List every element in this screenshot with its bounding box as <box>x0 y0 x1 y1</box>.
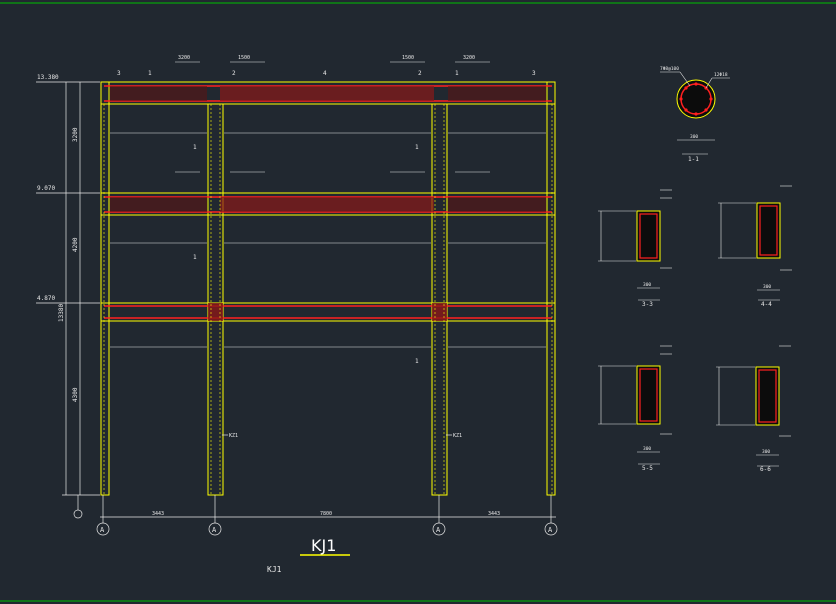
section-3-3 <box>598 189 672 301</box>
section-5-5 <box>598 345 672 465</box>
section-dim: 300 <box>690 134 698 140</box>
beams <box>100 81 556 322</box>
column-tag: KZ1 <box>229 433 238 439</box>
beam-rebar <box>104 85 552 321</box>
elevation-label: 4.870 <box>37 295 55 302</box>
beam-label: 2 <box>418 70 422 77</box>
section-title: 1-1 <box>688 156 699 163</box>
span-dims <box>110 61 546 348</box>
left-dims <box>36 81 100 519</box>
axis-dim: 7800 <box>320 511 332 517</box>
section-1-1 <box>660 71 730 155</box>
beam-label: 1 <box>455 70 459 77</box>
top-dim: 3200 <box>463 55 475 61</box>
section-mark: 1 <box>415 358 419 365</box>
rebar-label: 12Φ18 <box>714 72 728 78</box>
column-tag: KZ1 <box>453 433 462 439</box>
section-title: 6-6 <box>760 466 771 473</box>
story-dim: 4300 <box>72 387 79 402</box>
axis-label: A <box>548 526 553 534</box>
story-dim: 4200 <box>72 237 79 252</box>
elevation-label: 13.380 <box>37 74 59 81</box>
section-title: 5-5 <box>642 465 653 472</box>
top-dim: 1500 <box>402 55 414 61</box>
beam-label: 2 <box>232 70 236 77</box>
axis-label: A <box>100 526 105 534</box>
beam-label: 3 <box>117 70 121 77</box>
columns <box>100 81 556 496</box>
story-dim: 3200 <box>72 127 79 142</box>
column-rebar <box>103 104 553 495</box>
section-mark: 1 <box>193 254 197 261</box>
section-dim: 300 <box>643 446 651 452</box>
axis-label: A <box>436 526 441 534</box>
section-dim: 300 <box>643 282 651 288</box>
beam-label: 3 <box>532 70 536 77</box>
section-4-4 <box>718 185 792 301</box>
top-dim: 1500 <box>238 55 250 61</box>
section-mark: 1 <box>415 144 419 151</box>
drawing-subtitle: KJ1 <box>267 565 282 574</box>
story-dim-total: 13380 <box>58 304 65 322</box>
frame-elevation <box>36 61 558 536</box>
section-title: 3-3 <box>642 301 653 308</box>
rebar-label: 7Φ8@100 <box>660 66 679 72</box>
section-title: 4-4 <box>761 301 772 308</box>
section-6-6 <box>716 345 791 467</box>
top-dim: 3200 <box>178 55 190 61</box>
section-dim: 300 <box>762 449 770 455</box>
drawing-title: KJ1 <box>311 536 336 555</box>
beam-label: 4 <box>323 70 327 77</box>
axis-dim: 3443 <box>488 511 500 517</box>
elevation-label: 9.070 <box>37 185 55 192</box>
axis-dim: 3443 <box>152 511 164 517</box>
axis-dims <box>96 495 558 536</box>
axis-label: A <box>212 526 217 534</box>
section-dim: 300 <box>763 284 771 290</box>
section-mark: 1 <box>193 144 197 151</box>
labels: 13.380 9.070 4.870 3200 4200 4300 13380 … <box>37 55 772 574</box>
beam-label: 1 <box>148 70 152 77</box>
